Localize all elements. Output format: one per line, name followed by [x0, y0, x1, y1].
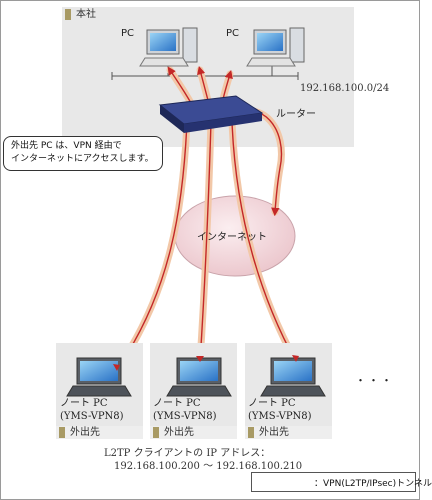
- laptop-icon: [166, 357, 232, 397]
- remote-device-name: ノート PC: [60, 398, 108, 409]
- remote-device-model: (YMS-VPN8): [248, 411, 312, 422]
- vpn-tunnel: [116, 118, 191, 369]
- more-sites-ellipsis: ・・・: [355, 374, 394, 387]
- location-swatch-icon: [153, 427, 159, 438]
- router-label: ルーター: [276, 109, 316, 120]
- remote-device-model: (YMS-VPN8): [153, 411, 217, 422]
- vpn-tunnel: [228, 118, 300, 366]
- address-range-value: 192.168.100.200 ～ 192.168.100.210: [114, 461, 303, 472]
- remote-site-label-text: 外出先: [164, 427, 194, 438]
- location-swatch-icon: [65, 9, 71, 20]
- remote-site-label-inner: 外出先: [152, 426, 232, 439]
- arrowhead-icon: [196, 356, 204, 362]
- headquarters-label: 本社: [64, 8, 144, 21]
- remote-device-name: ノート PC: [248, 398, 296, 409]
- hq-pc-label: PC: [226, 28, 240, 39]
- legend-label: ：VPN(L2TP/IPsec)トンネル: [314, 479, 432, 489]
- lan-subnet-label: 192.168.100.0/24: [300, 83, 390, 94]
- desktop-pc-icon: [246, 27, 305, 67]
- callout-line: インターネットにアクセスします。: [11, 154, 154, 164]
- diagram-canvas: [111, 27, 305, 369]
- laptop-icon: [260, 357, 326, 397]
- remote-site-label-text: 外出先: [259, 427, 289, 438]
- laptop-layer: [66, 355, 326, 485]
- remote-device-note: ノート PC (YMS-VPN8): [248, 397, 312, 423]
- headquarters-label-text: 本社: [76, 9, 96, 20]
- desktop-pc-icon: [139, 27, 198, 67]
- remote-site-label-text: 外出先: [70, 427, 100, 438]
- remote-site-label: 外出先: [245, 426, 332, 439]
- callout-line: 外出先 PC は、VPN 経由で: [11, 141, 122, 151]
- remote-device-name: ノート PC: [153, 398, 201, 409]
- remote-device-note: ノート PC (YMS-VPN8): [153, 397, 217, 423]
- internet-label: インターネット: [197, 232, 267, 243]
- remote-site-label-inner: 外出先: [58, 426, 138, 439]
- remote-site-label: 外出先: [150, 426, 237, 439]
- legend-box: ：VPN(L2TP/IPsec)トンネル: [251, 472, 432, 492]
- remote-site-label-inner: 外出先: [247, 426, 327, 439]
- location-swatch-icon: [59, 427, 65, 438]
- router-icon: [158, 95, 264, 133]
- location-swatch-icon: [248, 427, 254, 438]
- arrowhead-icon: [113, 364, 120, 371]
- l2tp-address-range: L2TP クライアントの IP アドレス： 192.168.100.200 ～ …: [104, 447, 302, 473]
- address-range-title: L2TP クライアントの IP アドレス：: [104, 448, 271, 459]
- vpn-tunnel: [196, 118, 215, 367]
- remote-device-note: ノート PC (YMS-VPN8): [60, 397, 124, 423]
- hq-pc-label: PC: [121, 28, 135, 39]
- remote-site-label: 外出先: [56, 426, 143, 439]
- arrowhead-icon: [292, 355, 299, 362]
- remote-device-model: (YMS-VPN8): [60, 411, 124, 422]
- laptop-icon: [66, 357, 132, 397]
- callout-note: 外出先 PC は、VPN 経由で インターネットにアクセスします。: [3, 136, 163, 171]
